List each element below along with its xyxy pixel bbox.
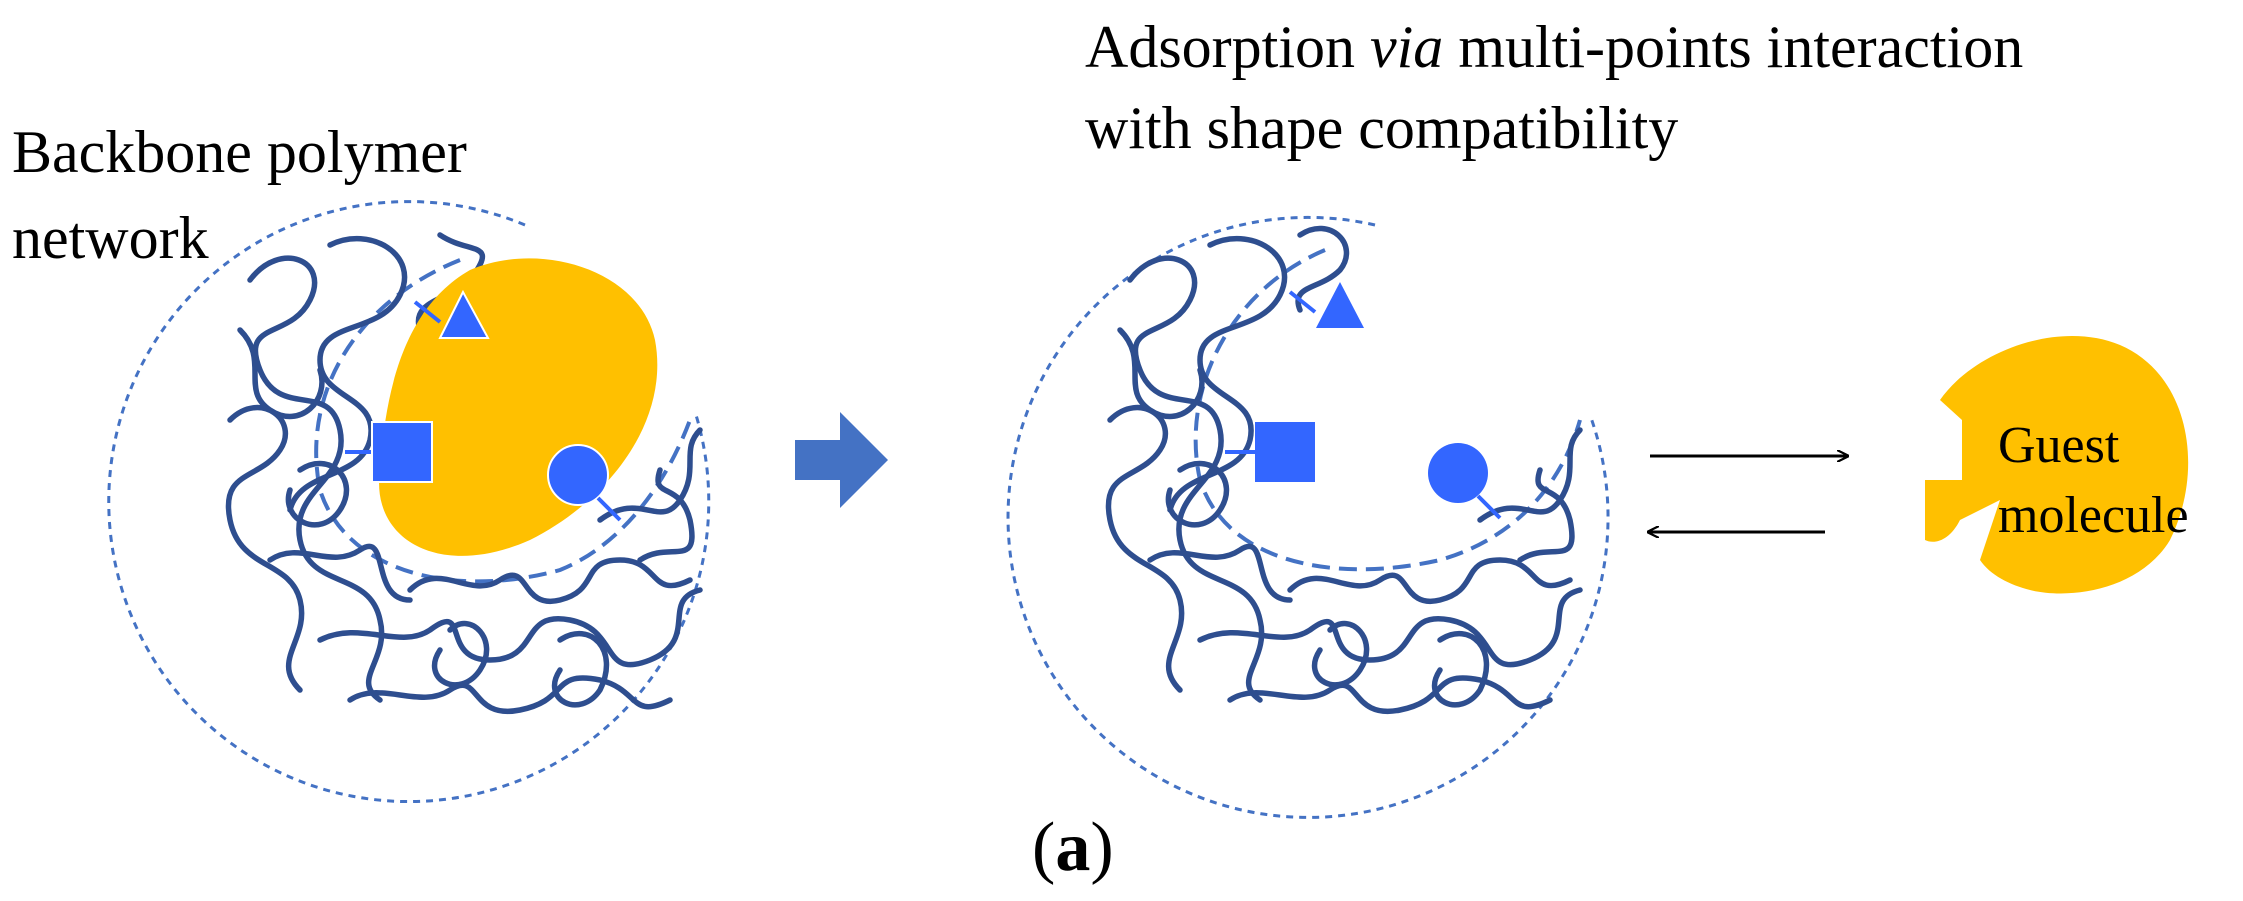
right-arrow-icon <box>795 412 888 508</box>
middle-square-icon <box>1255 422 1315 482</box>
left-functional-groups <box>345 289 622 522</box>
adsorption-suffix: multi-points interaction <box>1443 14 2023 80</box>
middle-circle-icon <box>1428 443 1488 503</box>
panel-label: (a) <box>1032 809 1114 886</box>
left-circle-icon <box>547 444 609 506</box>
free-guest-molecule <box>1925 336 2189 594</box>
middle-triangle-tether <box>1288 290 1317 314</box>
left-polymer-chains <box>225 232 703 715</box>
adsorption-label-line1: Adsorption via multi-points interaction <box>1085 14 2023 80</box>
backbone-label-line2: network <box>12 205 209 271</box>
middle-empty-network <box>1006 215 1610 819</box>
adsorption-italic: via <box>1370 14 1443 80</box>
left-circle-tether <box>596 496 622 522</box>
left-triangle-tether <box>413 300 442 324</box>
equilibrium-arrows-icon <box>1648 456 1848 532</box>
left-imprinted-network <box>107 200 711 804</box>
middle-outer-boundary <box>1006 215 1610 819</box>
panel-paren-open: ( <box>1032 809 1055 886</box>
left-triangle-icon <box>438 289 490 339</box>
adsorption-label-line2: with shape compatibility <box>1085 95 1678 161</box>
left-cavity-boundary <box>314 258 692 584</box>
middle-polymer-chains <box>1105 225 1583 715</box>
guest-label-line2: molecule <box>1998 487 2189 544</box>
panel-paren-close: ) <box>1090 809 1113 886</box>
backbone-label-line1: Backbone polymer <box>12 119 467 185</box>
adsorption-prefix: Adsorption <box>1085 14 1370 80</box>
left-outer-boundary <box>107 200 711 804</box>
guest-label-line1: Guest <box>1998 417 2120 474</box>
left-square-icon <box>371 421 433 483</box>
middle-cavity-boundary <box>1193 248 1582 572</box>
middle-functional-groups <box>1225 282 1502 520</box>
middle-triangle-icon <box>1316 282 1364 328</box>
panel-letter: a <box>1055 809 1090 886</box>
middle-circle-tether <box>1476 494 1502 520</box>
